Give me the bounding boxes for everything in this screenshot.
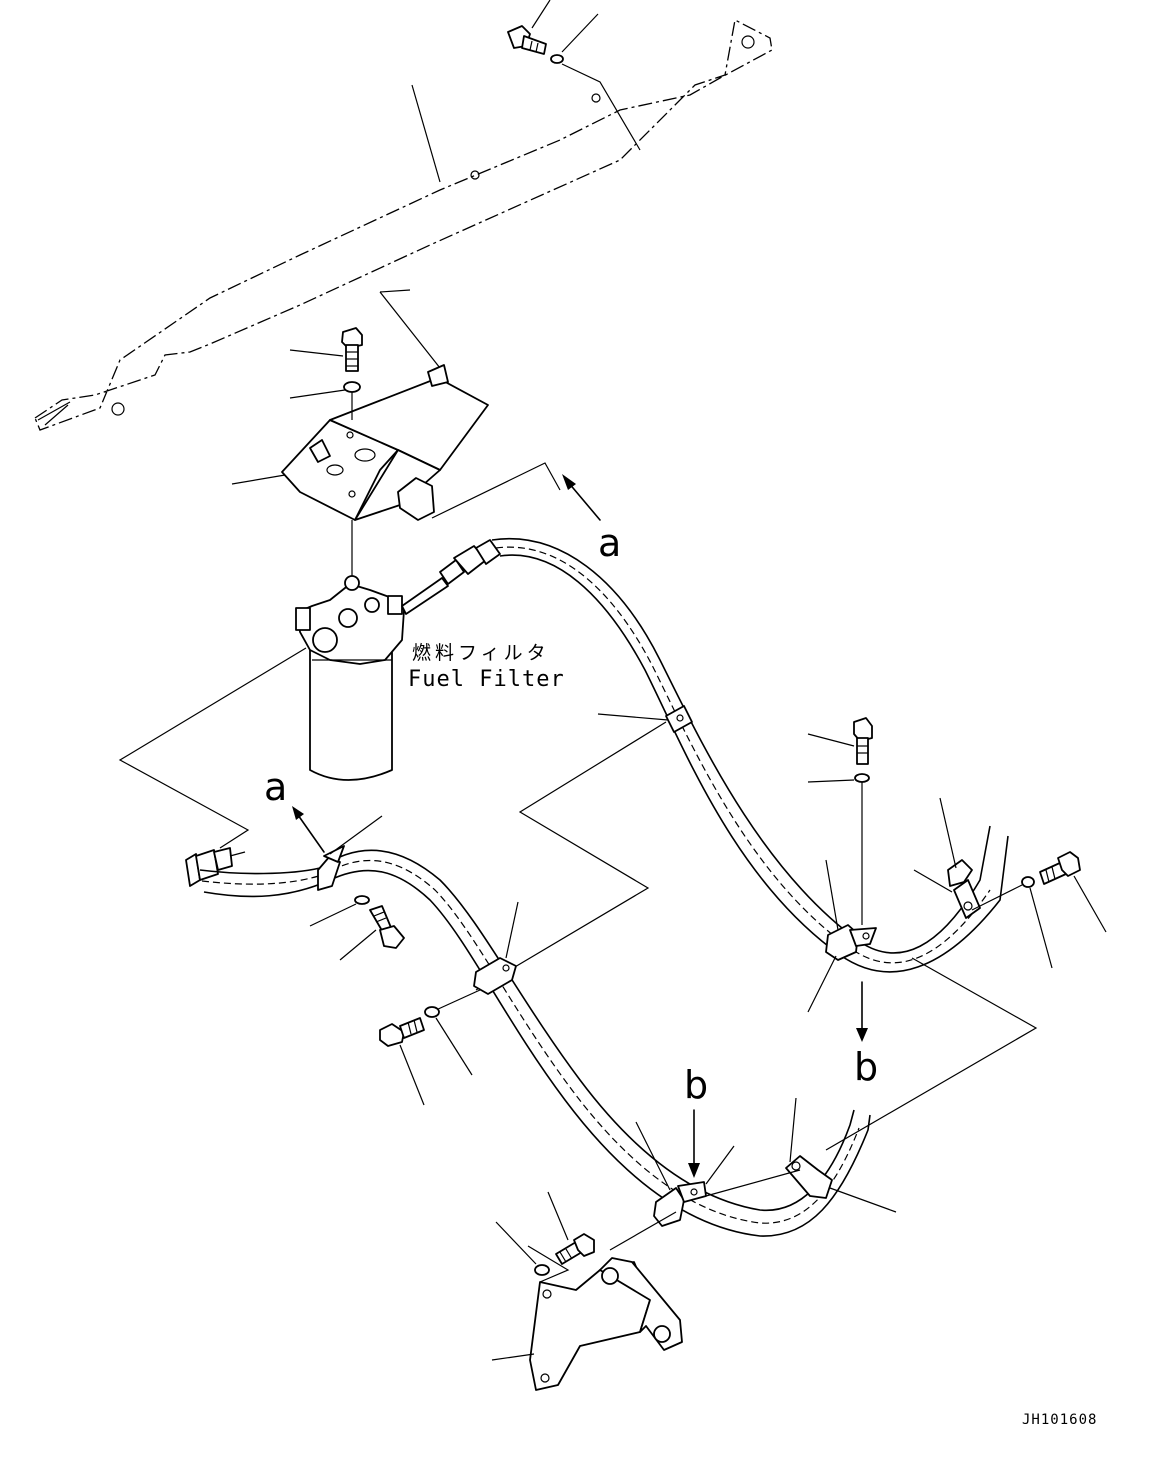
bolt-right-top — [853, 717, 873, 765]
leader-line — [547, 1191, 569, 1241]
leader-line — [1029, 887, 1053, 969]
leader-line — [597, 713, 669, 721]
upper-hose — [491, 538, 1009, 973]
lower-bracket — [529, 1257, 683, 1391]
leader-line — [339, 929, 377, 961]
view-label-a-top: a — [598, 521, 621, 565]
leader-line — [495, 1221, 537, 1265]
view-label-a-left: a — [264, 765, 287, 809]
leader-line — [807, 955, 837, 1013]
leader-line — [913, 869, 953, 893]
leader-line — [411, 84, 441, 183]
leader-line — [807, 733, 855, 747]
arrow-head — [688, 1163, 700, 1178]
leader-line — [561, 13, 599, 53]
washer-bracket — [343, 381, 361, 393]
bolt-bracket — [341, 327, 363, 372]
fuel-filter-label-en: Fuel Filter — [408, 667, 565, 692]
leader-line — [527, 1245, 570, 1283]
outlet-fitting — [401, 539, 501, 615]
hose-clip-lower-b — [653, 1181, 707, 1227]
leader-line — [475, 721, 667, 991]
leader-line — [609, 1211, 677, 1251]
view-label-b-top: b — [684, 1063, 708, 1107]
leader-line — [635, 1121, 671, 1191]
leader-line — [231, 474, 286, 485]
leader-line — [399, 1044, 425, 1106]
arrow-head — [292, 806, 304, 820]
leader-line — [705, 1169, 801, 1197]
washer-far-right — [1021, 876, 1035, 888]
leader-line — [435, 989, 481, 1011]
filter-bracket — [281, 364, 489, 521]
bolt-lower — [555, 1233, 595, 1265]
view-arrow-a — [297, 814, 325, 853]
leader-line — [435, 1017, 473, 1076]
bolt-middle — [379, 1017, 425, 1047]
washer-lower — [534, 1264, 550, 1276]
leader-line — [561, 63, 641, 151]
washer-middle — [424, 1006, 440, 1018]
arrow-head — [856, 1028, 868, 1042]
leader-line — [825, 957, 1038, 1151]
leader-line — [379, 289, 411, 293]
leader-line — [491, 1353, 535, 1361]
hose-clip-lower-right — [785, 1155, 833, 1199]
leader-line — [118, 647, 307, 849]
view-arrow-a — [567, 481, 601, 521]
leader-line — [807, 779, 855, 783]
inlet-fitting — [185, 847, 246, 887]
leader-line — [939, 797, 957, 869]
fuel-filter-label-jp: 燃料フィルタ — [412, 642, 550, 664]
bolt-far-right — [1039, 851, 1081, 885]
leader-line — [379, 291, 441, 369]
leader-line — [705, 1145, 735, 1185]
fuel-filter — [295, 575, 405, 781]
hose-clip-far-right — [947, 859, 981, 919]
bolt-left — [369, 905, 405, 949]
hose-clip-right — [825, 924, 877, 961]
top-mounting-plate — [34, 19, 773, 431]
leader-line — [829, 1187, 897, 1213]
leader-line — [971, 884, 1023, 911]
leader-line — [431, 462, 561, 519]
leader-line — [505, 901, 519, 959]
arrow-head — [562, 474, 576, 490]
leader-line — [329, 815, 383, 855]
washer-right-top — [854, 773, 870, 783]
washer-top — [550, 54, 564, 64]
hose-clip-middle — [473, 957, 517, 995]
leader-line — [289, 389, 346, 399]
leader-line — [531, 0, 551, 29]
leader-line — [289, 349, 344, 357]
leader-line — [789, 1097, 797, 1163]
leader-line — [1073, 875, 1107, 933]
bolt-top — [507, 25, 547, 55]
drawing-code: JH101608 — [1022, 1412, 1097, 1428]
washer-left — [354, 895, 370, 905]
leader-line — [309, 903, 357, 927]
view-label-b-right: b — [854, 1045, 878, 1089]
hose-clip-upper — [665, 705, 693, 733]
leader-line — [825, 859, 839, 931]
